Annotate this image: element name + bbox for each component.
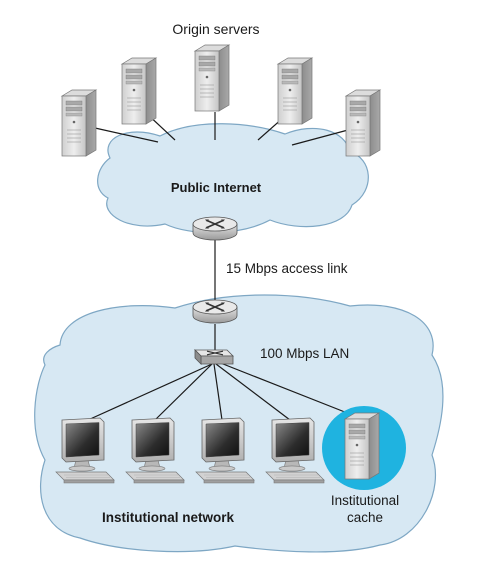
public-internet-label: Public Internet <box>171 180 262 195</box>
origin-server-icon <box>277 57 313 125</box>
institutional-cache-server-icon <box>344 412 380 480</box>
origin-server-icon <box>194 44 230 112</box>
lan-label: 100 Mbps LAN <box>260 346 349 361</box>
origin-server-icon <box>61 89 97 157</box>
internet-router-icon <box>192 216 238 241</box>
access-link-label: 15 Mbps access link <box>226 261 348 276</box>
origin-server-icon <box>345 89 381 157</box>
institutional-cache-label-line1: Institutional <box>331 493 399 508</box>
origin-server-icon <box>121 57 157 125</box>
origin-servers-label: Origin servers <box>172 21 259 37</box>
institutional-router-icon <box>192 299 238 324</box>
institutional-network-label: Institutional network <box>102 510 234 525</box>
public-internet-cloud <box>97 123 369 234</box>
lan-switch-icon <box>194 349 234 365</box>
links <box>87 109 361 421</box>
institutional-cache-label-line2: cache <box>347 510 383 525</box>
